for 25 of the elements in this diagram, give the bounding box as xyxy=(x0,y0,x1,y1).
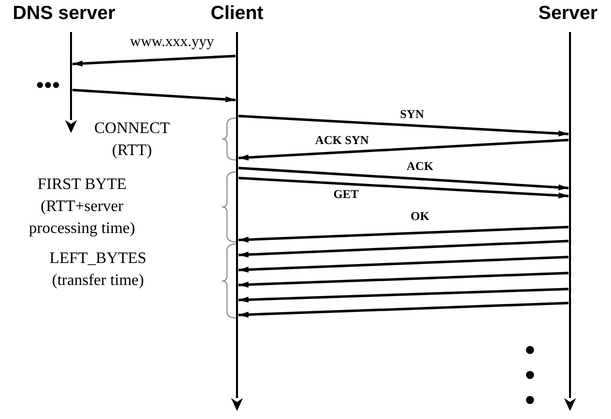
phase-label: CONNECT (RTT) xyxy=(93,119,171,161)
message-arrow xyxy=(238,240,569,258)
message-arrow xyxy=(238,166,569,190)
message-arrow xyxy=(238,138,569,160)
participant-label: Server xyxy=(538,4,598,23)
participant-label: Client xyxy=(210,4,264,23)
message-arrow xyxy=(238,302,569,318)
edge-label: SYN xyxy=(400,108,424,120)
message-arrow xyxy=(238,226,569,243)
message-arrow xyxy=(72,54,236,66)
edge-label: GET xyxy=(333,188,359,200)
phase-label: LEFT_BYTES (transfer time) xyxy=(48,249,148,291)
lifeline xyxy=(70,32,72,120)
message-arrow xyxy=(238,288,569,303)
phase-label: FIRST BYTE (RTT+server processing time) xyxy=(28,175,136,239)
message-arrow xyxy=(72,88,236,102)
edge-label: ACK xyxy=(406,160,434,172)
participant-label: DNS server xyxy=(12,4,116,23)
message-arrow xyxy=(238,114,569,136)
message-arrow xyxy=(238,176,569,198)
edge-label: ACK SYN xyxy=(315,134,369,146)
message-arrow xyxy=(238,272,569,288)
message-arrow xyxy=(238,256,569,273)
edge-label: www.xxx.yyy xyxy=(130,35,214,50)
edge-label: OK xyxy=(410,210,430,222)
